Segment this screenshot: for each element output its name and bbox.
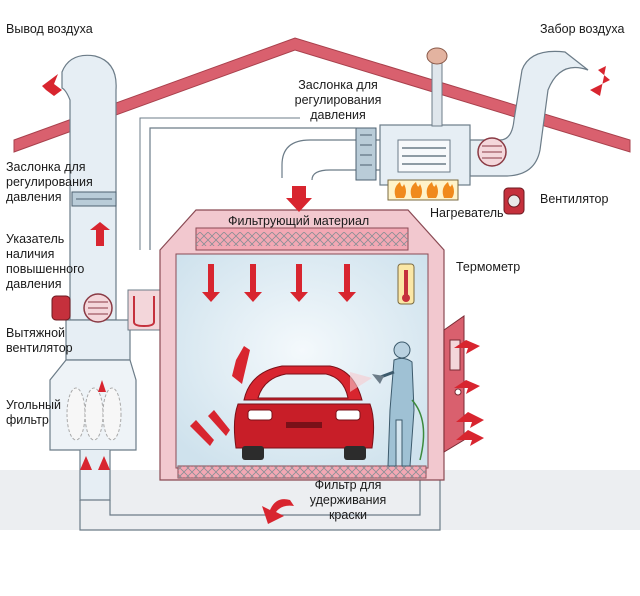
label-carbon-filter: Угольный фильтр [6,398,62,427]
label-filter-material: Фильтрующий материал [228,214,370,228]
label-paint-filter: Фильтр для удерживания краски [309,478,387,522]
supply-fan [477,137,525,215]
flow-arrows [42,66,610,524]
booth-door [443,315,465,453]
thermometer [397,263,415,305]
arrow-outlet [42,74,62,96]
heater-flames [387,179,459,201]
booth [159,209,445,481]
label-damper-top: Заслонка для регулирования давления [294,78,382,122]
painter [350,341,425,467]
label-air-outlet: Вывод воздуха [6,22,93,36]
label-pressure-indicator: Указатель наличия повышенного давления [6,232,85,291]
label-heater: Нагреватель [430,206,504,220]
label-air-intake: Забор воздуха [540,22,625,36]
pressure-line-2 [139,117,300,250]
roof [13,37,631,153]
pressure-line [149,127,356,250]
arrow-up-exhaust [90,222,110,246]
car [233,365,375,460]
label-damper-left: Заслонка для регулирования давления [6,160,93,204]
arrow-down-main [286,186,312,212]
label-exhaust-fan: Вытяжной вентилятор [6,326,73,355]
label-fan: Вентилятор [540,192,609,206]
label-thermometer: Термометр [456,260,521,274]
arrow-intake [590,66,610,96]
carbon-filter [66,387,122,441]
exhaust-fan [51,293,113,323]
